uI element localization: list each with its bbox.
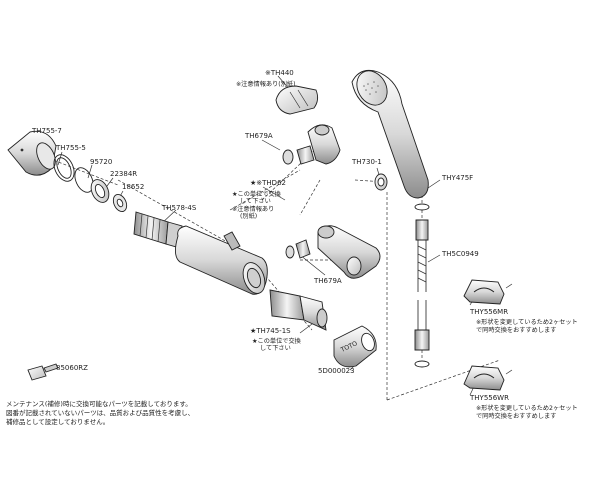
- label-22384r: 22384R: [110, 170, 137, 178]
- label-thy556mr: THY556MR: [469, 308, 508, 316]
- holder-thy556wr-part: [463, 365, 513, 391]
- thd62-note-3: ※注意情報あり: [232, 205, 274, 213]
- spline-22384r-part: [90, 179, 110, 203]
- th745-note-2: して下さい: [260, 345, 291, 352]
- shower-head-part: [351, 69, 429, 199]
- leader-lines: [29, 75, 479, 396]
- thd62-note-1: ★この単位で交換: [232, 190, 282, 198]
- footer-note-2: 図番が記載されていないパーツは、品質および品質性を考慮し、: [6, 408, 194, 417]
- label-th5c0949: TH5C0949: [441, 250, 479, 258]
- label-th440-note: ※注意情報あり(別紙): [236, 80, 296, 88]
- label-th679a-mid: TH679A: [313, 277, 342, 285]
- cover-5d000023-part: TOTO: [333, 325, 377, 368]
- handle-cap-part: [7, 130, 57, 176]
- label-th578-4s: TH578-4S: [161, 204, 197, 212]
- label-95720: 95720: [90, 158, 112, 166]
- packing-thy475f-part: [414, 203, 430, 211]
- th745-note-1: ★この単位で交換: [252, 337, 302, 345]
- hose-th5c0949-part: [414, 219, 430, 368]
- label-thy475f: THY475F: [441, 174, 473, 182]
- label-th755-7: TH755-7: [31, 127, 62, 135]
- ring-95720-part: [74, 167, 94, 193]
- label-thy556wr: THY556WR: [469, 394, 509, 402]
- upper-elbow-part: [282, 124, 341, 165]
- washer-18652-part: [112, 194, 128, 212]
- lower-arm-part: [285, 225, 381, 279]
- cartridge-th745-1s-part: [269, 289, 328, 331]
- thy556mr-note-2: で同時交換をおすすめします: [476, 326, 556, 334]
- hook-th440-part: [275, 85, 319, 115]
- label-th745-1s: ★TH745-1S: [250, 327, 291, 335]
- key-85060rz-part: [27, 363, 59, 381]
- cartridge-th578-4s-part: [133, 211, 183, 249]
- nut-th730-1-part: [374, 173, 388, 191]
- footer-note-1: メンテナンス(補修)時に交換可能なパーツを記載しております。: [6, 399, 192, 408]
- ring-th755-5-part: [53, 154, 75, 182]
- thy556wr-note-2: で同時交換をおすすめします: [476, 412, 556, 420]
- footer-note-3: 補修品として設定しておりません。: [6, 417, 109, 426]
- mixer-body-part: [175, 225, 268, 295]
- thd62-note-4: (別紙): [240, 212, 257, 220]
- thy556wr-note-1: ※形状を変更しているため2ヶセット: [476, 404, 578, 412]
- label-th755-5: TH755-5: [55, 144, 86, 152]
- label-th679a-top: TH679A: [244, 132, 273, 140]
- thd62-note-2: して下さい: [240, 198, 271, 205]
- label-85060rz: 85060RZ: [56, 364, 88, 372]
- label-th440: ※TH440: [265, 69, 294, 77]
- holder-thy556mr-part: [463, 279, 513, 305]
- label-th730-1: TH730-1: [351, 158, 382, 166]
- label-thd62: ★※THD62: [250, 179, 286, 187]
- thy556mr-note-1: ※形状を変更しているため2ヶセット: [476, 318, 578, 326]
- label-5d000023: 5D000023: [318, 367, 355, 375]
- label-18652: 18652: [122, 183, 144, 191]
